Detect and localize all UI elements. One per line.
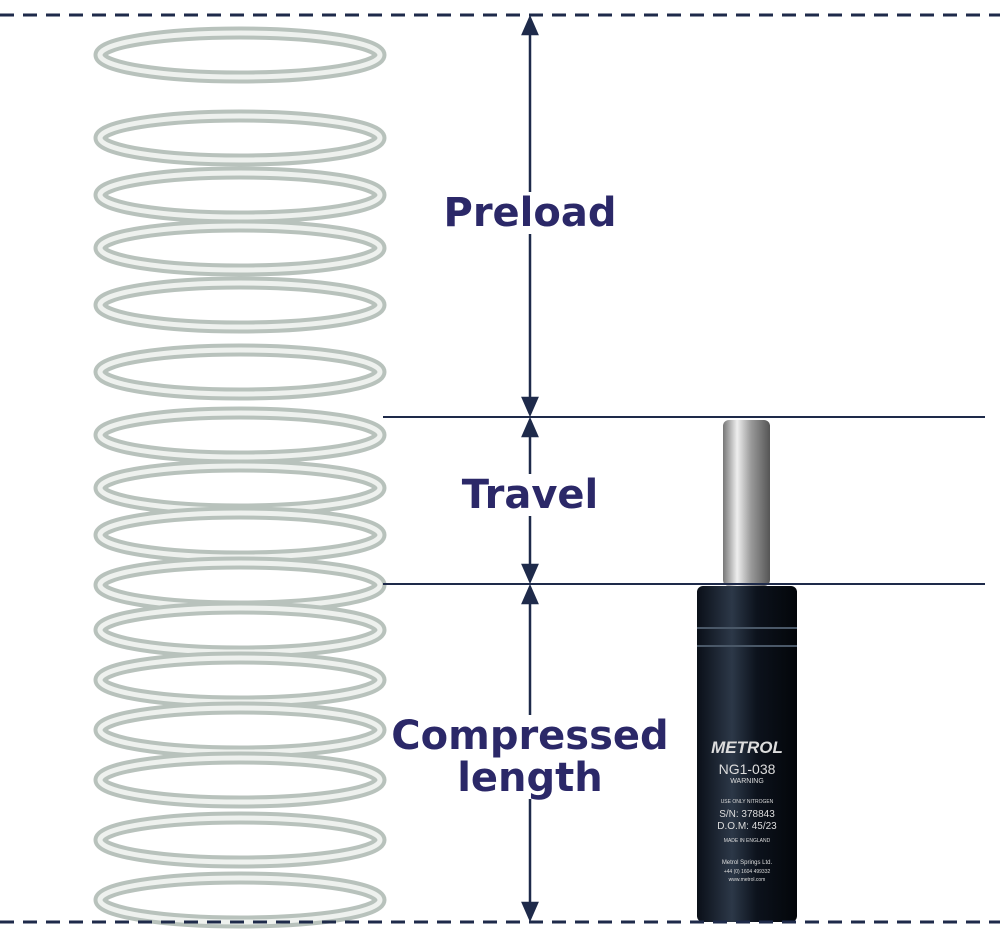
gas-spring-maker: Metrol Springs Ltd. [721, 860, 773, 866]
gas-spring-dom: D.O.M: 45/23 [717, 821, 777, 832]
spring-coil [97, 705, 383, 755]
gas-spring-model: NG1-038 [718, 761, 776, 777]
gas-spring-web: www.metrol.com [728, 877, 766, 883]
travel-label: Travel [455, 474, 605, 516]
gas-spring-origin: MADE IN ENGLAND [723, 838, 771, 844]
preload-label: Preload [440, 192, 620, 234]
spring-coil [97, 280, 383, 330]
gas-spring-serial: S/N: 378843 [719, 809, 775, 820]
spring-coil [97, 410, 383, 460]
gas-spring-nitrogen: USE ONLY NITROGEN [720, 799, 774, 805]
compressed-length-label: Compressed length [390, 715, 670, 799]
gas-spring-brand: METROL [711, 738, 783, 757]
gas-spring-phone: +44 (0) 1604 499332 [723, 869, 771, 875]
spring-coil [97, 875, 383, 925]
spring-coil [97, 30, 383, 80]
spring-coil [97, 755, 383, 805]
spring-coil [97, 113, 383, 163]
spring-coil [97, 510, 383, 560]
compressed-label-line2: length [457, 755, 603, 801]
spring-coil [97, 170, 383, 220]
spring-coil [97, 463, 383, 513]
spring-coil [97, 605, 383, 655]
coil-spring-image [93, 26, 387, 929]
spring-coil [97, 655, 383, 705]
gas-spring-image [697, 420, 797, 922]
spring-coil [97, 560, 383, 610]
spring-coil [97, 223, 383, 273]
gas-spring-warning: WARNING [730, 778, 764, 785]
compressed-label-line1: Compressed [391, 713, 669, 759]
spring-coil [97, 347, 383, 397]
spring-coil [97, 815, 383, 865]
